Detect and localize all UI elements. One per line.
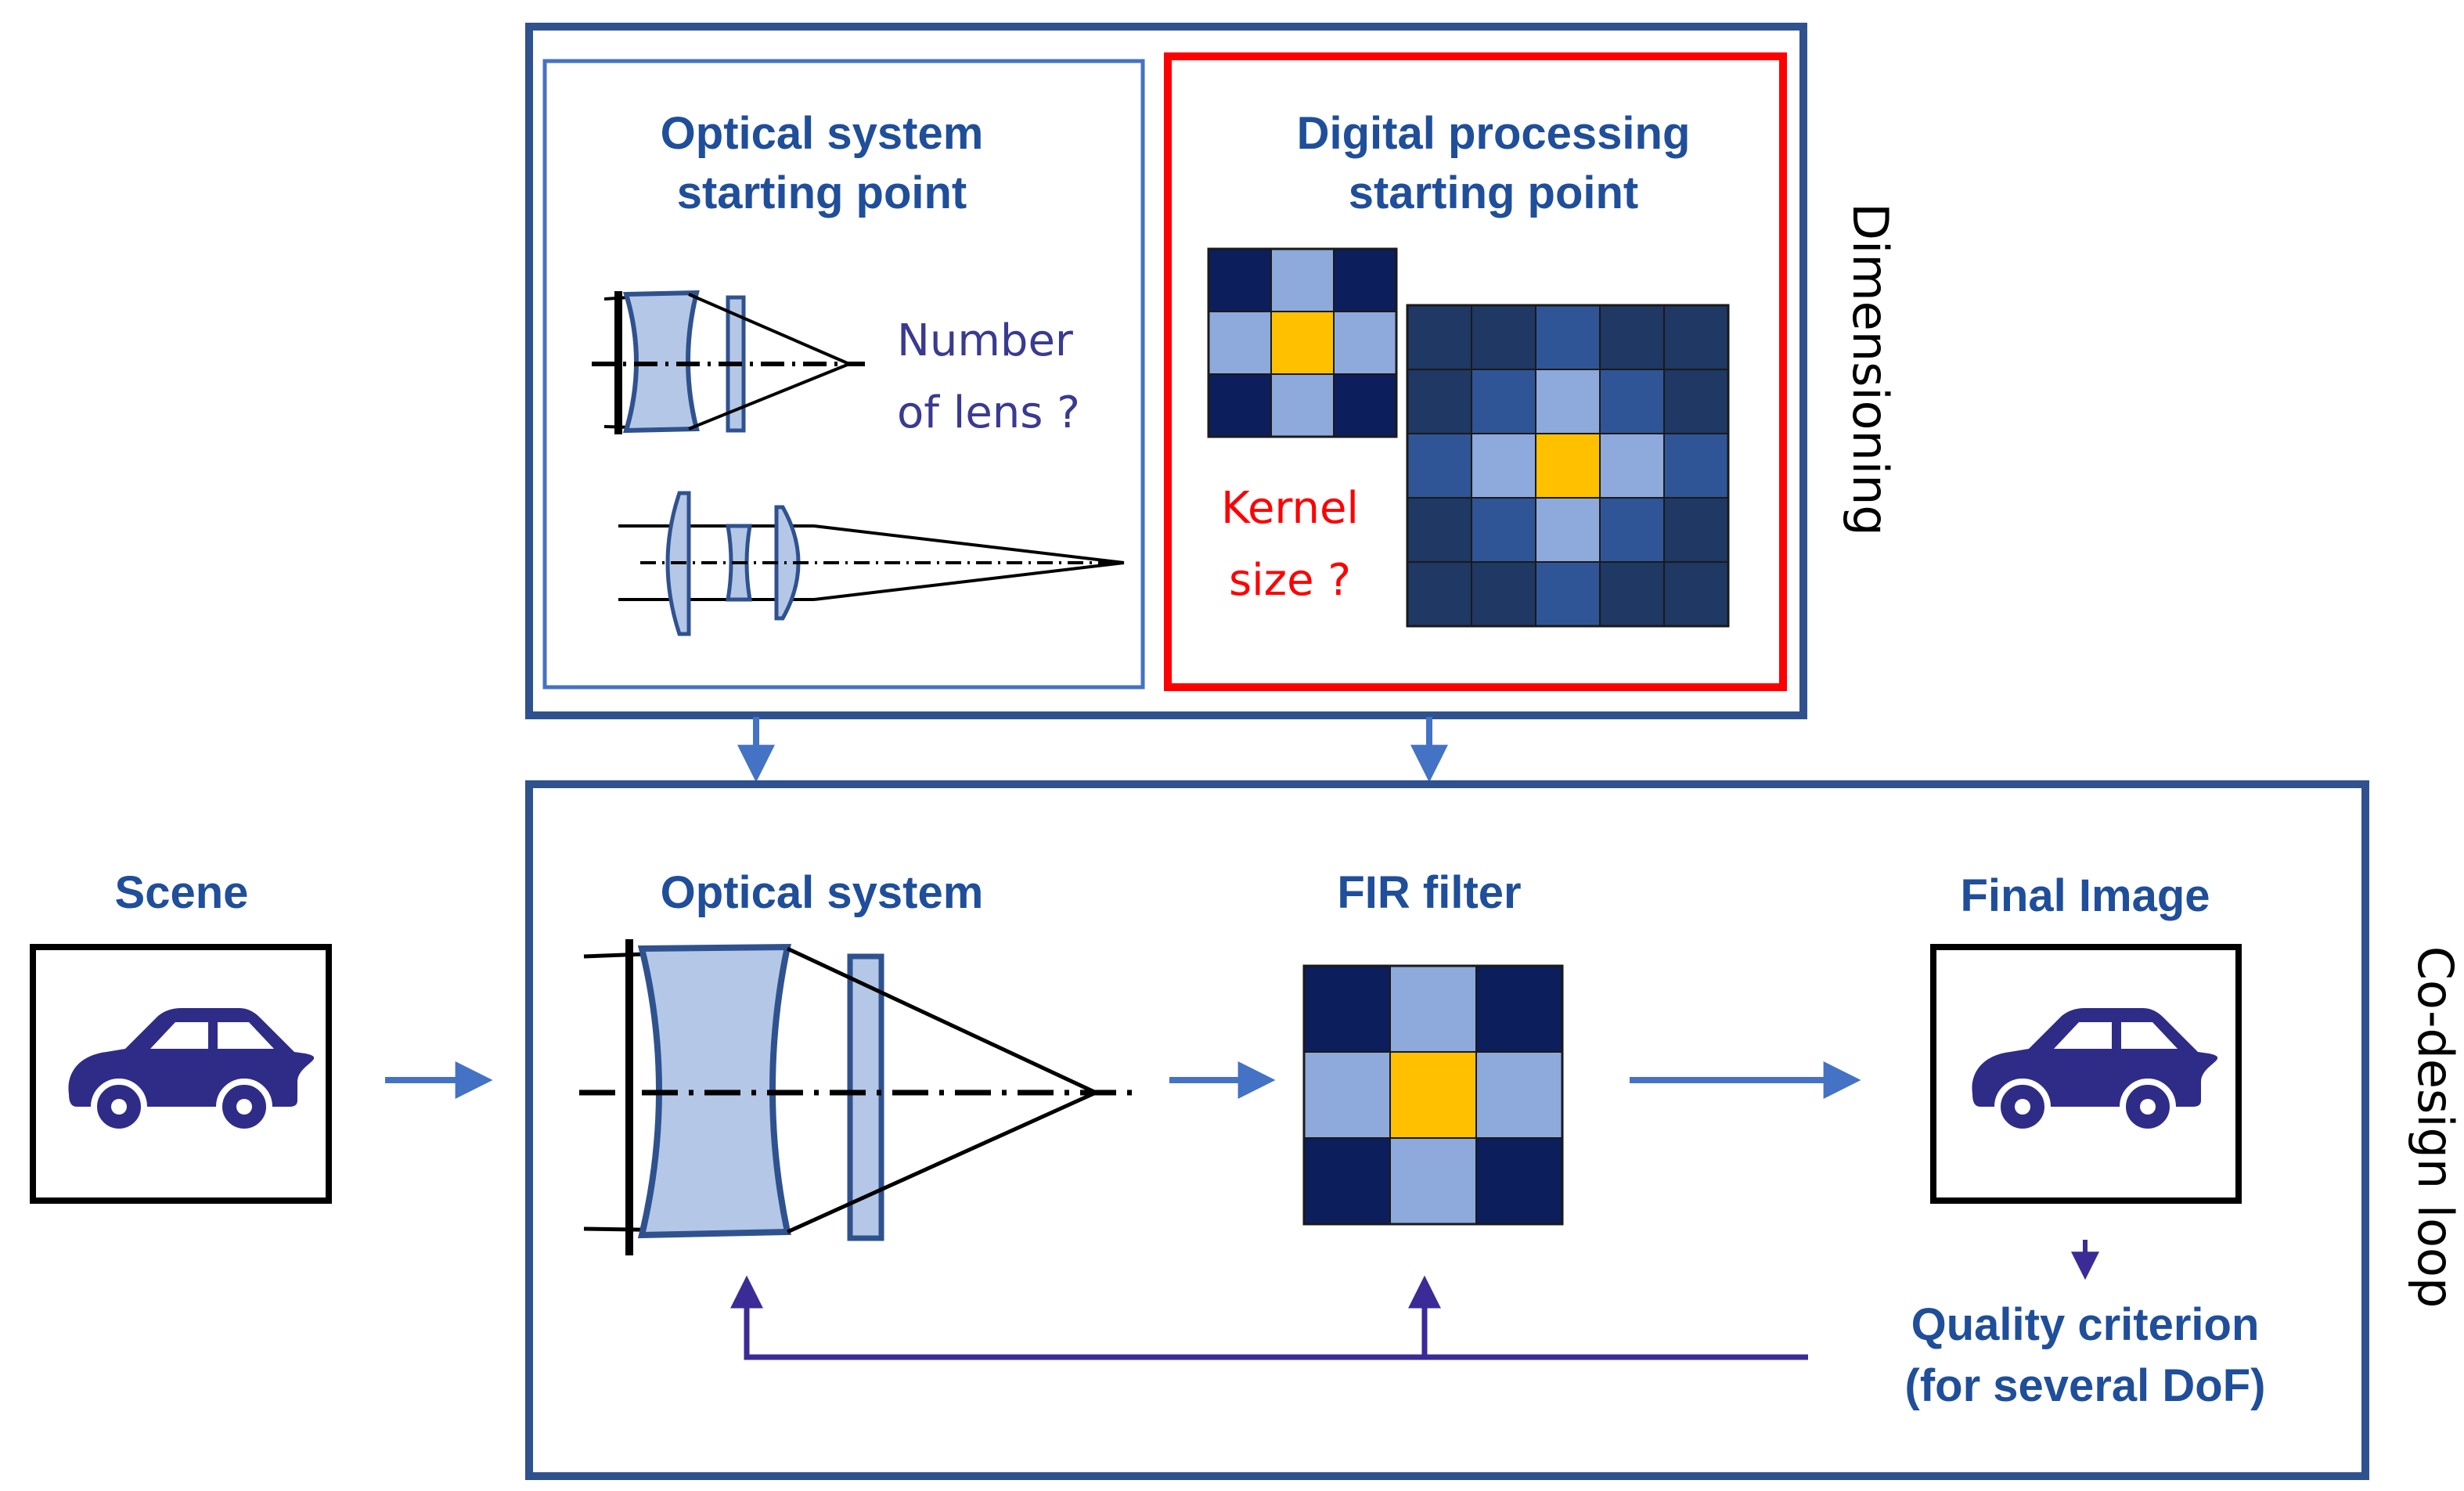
kernel-cell <box>1535 369 1601 434</box>
kernel-cell <box>1407 561 1472 627</box>
kernel-cell <box>1333 311 1397 375</box>
digital-panel-title-line1: Digital processing <box>1297 108 1691 159</box>
kernel-cell <box>1407 369 1472 434</box>
kernel-cell <box>1663 304 1729 370</box>
final-image-label: Final Image <box>1960 870 2210 921</box>
lens-icon <box>579 939 1143 1255</box>
kernel-size-question-line2: size ? <box>1229 555 1351 606</box>
kernel-cell <box>1303 1137 1391 1225</box>
kernel-cell <box>1471 497 1536 563</box>
car-icon <box>68 1008 315 1135</box>
lens-icon <box>618 491 1125 636</box>
kernel-cell <box>1389 965 1477 1053</box>
number-of-lens-question-line2: of lens ? <box>897 387 1080 438</box>
kernel-cell <box>1407 433 1472 499</box>
kernel-cell <box>1333 248 1397 312</box>
kernel-cell <box>1333 373 1397 438</box>
kernel-cell <box>1303 965 1391 1053</box>
kernel-cell <box>1270 373 1335 438</box>
kernel-cell <box>1599 497 1665 563</box>
dimensioning-section: Optical system starting point <box>525 23 1899 719</box>
kernel-cell <box>1475 1137 1563 1225</box>
optical-panel-title-line2: starting point <box>677 167 967 218</box>
quality-criterion-line2: (for several DoF) <box>1905 1360 2266 1411</box>
kernel-cell <box>1535 304 1601 370</box>
kernel-cell <box>1663 369 1729 434</box>
kernel-cell <box>1663 497 1729 563</box>
small-kernel-3x3 <box>1207 247 1398 438</box>
kernel-cell <box>1471 433 1536 499</box>
number-of-lens-question-line1: Number <box>897 315 1074 366</box>
kernel-cell <box>1599 304 1665 370</box>
digital-panel-title-line2: starting point <box>1349 167 1639 218</box>
kernel-cell <box>1599 369 1665 434</box>
kernel-cell <box>1389 1051 1477 1139</box>
kernel-cell <box>1599 433 1665 499</box>
digital-panel-border <box>1164 52 1787 691</box>
kernel-cell <box>1471 369 1536 434</box>
kernel-cell <box>1663 561 1729 627</box>
kernel-cell <box>1208 311 1272 375</box>
kernel-cell <box>1407 497 1472 563</box>
dimensioning-frame <box>525 23 1807 719</box>
scene-block: Scene <box>30 867 332 1204</box>
kernel-border <box>1207 247 1398 438</box>
kernel-border <box>1406 304 1730 628</box>
kernel-cell <box>1208 373 1272 438</box>
kernel-cell <box>1475 965 1563 1053</box>
optical-starting-point-panel: Optical system starting point <box>542 59 1145 690</box>
optical-panel-title-line1: Optical system <box>661 108 984 159</box>
kernel-cell <box>1535 433 1601 499</box>
kernel-cell <box>1599 561 1665 627</box>
kernel-cell <box>1208 248 1272 312</box>
fir-filter-kernel <box>1302 964 1564 1226</box>
kernel-size-question-line1: Kernel <box>1221 483 1359 534</box>
kernel-cell <box>1471 304 1536 370</box>
kernel-cell <box>1535 497 1601 563</box>
kernel-cell <box>1535 561 1601 627</box>
quality-criterion-line1: Quality criterion <box>1911 1299 2260 1350</box>
scene-label: Scene <box>115 867 249 918</box>
codesign-loop-frame <box>525 780 2369 1480</box>
kernel-cell <box>1270 248 1335 312</box>
codesign-loop-section: Optical system FIR filter Final Image <box>525 780 2464 1480</box>
optical-system-label: Optical system <box>661 867 984 918</box>
kernel-cell <box>1303 1051 1391 1139</box>
kernel-cell <box>1663 433 1729 499</box>
kernel-cell <box>1475 1051 1563 1139</box>
codesign-loop-side-label: Co-design loop <box>2407 946 2464 1309</box>
large-kernel-5x5 <box>1406 304 1730 628</box>
feedback-loop <box>730 1275 1808 1360</box>
optical-panel-border <box>542 59 1145 690</box>
kernel-cell <box>1407 304 1472 370</box>
digital-starting-point-panel: Digital processing starting point Kernel… <box>1164 52 1787 691</box>
dimensioning-side-label: Dimensioning <box>1842 203 1899 535</box>
kernel-cell <box>1471 561 1536 627</box>
fir-filter-label: FIR filter <box>1337 867 1521 918</box>
kernel-border <box>1302 964 1564 1226</box>
lens-icon <box>592 290 865 434</box>
car-icon <box>1972 1008 2218 1135</box>
kernel-cell <box>1270 311 1335 375</box>
kernel-cell <box>1389 1137 1477 1225</box>
